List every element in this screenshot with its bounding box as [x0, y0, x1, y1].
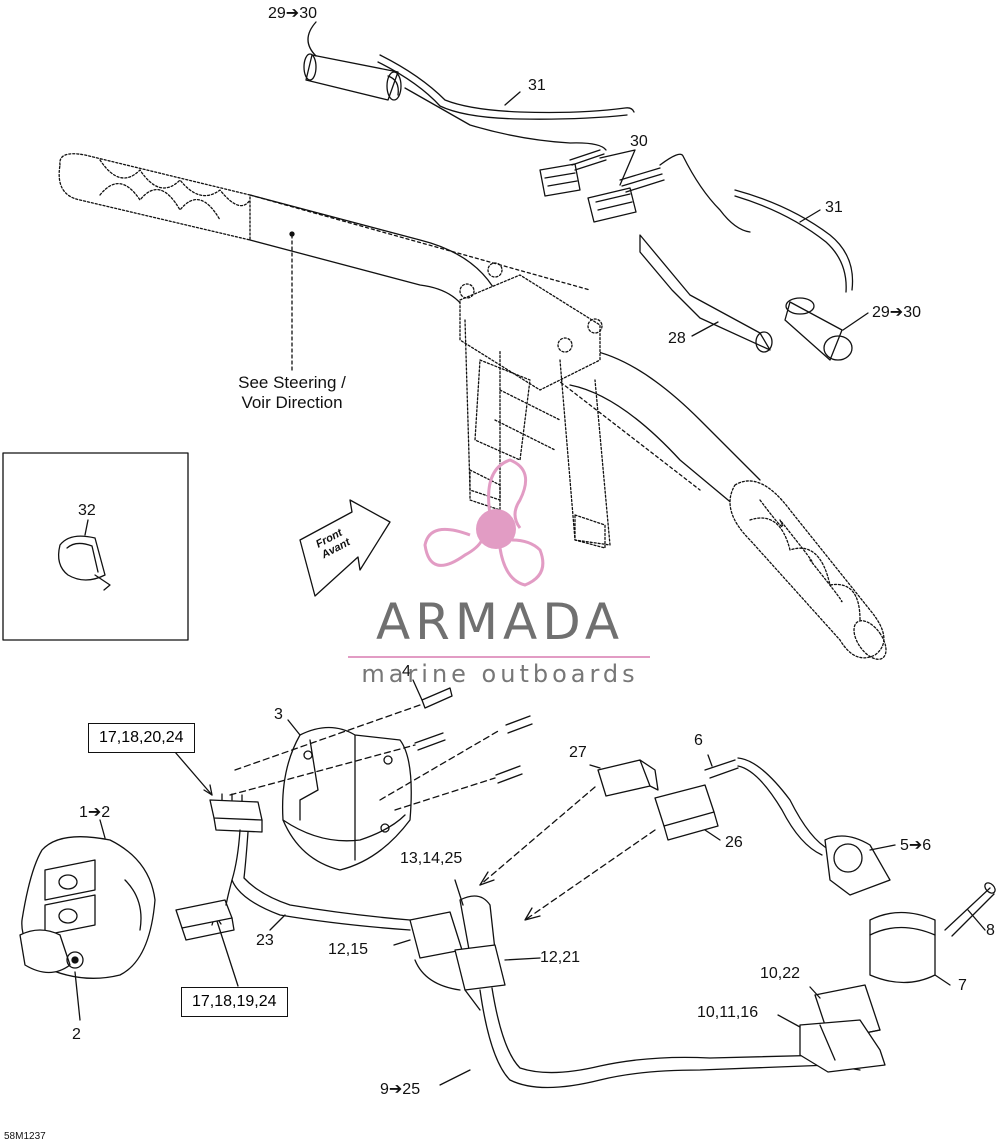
- housing-3: [281, 726, 412, 871]
- label-9-25: 9➔25: [380, 1081, 421, 1098]
- label-28: 28: [668, 330, 686, 347]
- heating-cable-right: [734, 189, 854, 293]
- part-5-6: [824, 835, 891, 896]
- label-31-top: 31: [528, 77, 546, 94]
- connector-bottom: [175, 899, 235, 941]
- handlebar: [58, 153, 887, 660]
- label-26: 26: [725, 834, 743, 851]
- label-12-21: 12,21: [540, 949, 581, 966]
- watermark-tagline: marine outboards: [361, 660, 639, 688]
- switch-1-2: [19, 836, 156, 979]
- grip-tube-top: [303, 53, 402, 101]
- pin-8: [944, 882, 996, 937]
- harness-23: [225, 829, 411, 931]
- label-1-2: 1➔2: [79, 804, 111, 821]
- label-7: 7: [958, 977, 967, 994]
- label-30: 30: [630, 133, 648, 150]
- part-32: [57, 535, 111, 591]
- label-10-22: 10,22: [760, 965, 801, 982]
- label-31-right: 31: [825, 199, 843, 216]
- grip-tube-right: [784, 297, 853, 361]
- cap-7: [869, 911, 951, 986]
- leader-29-30-right: [842, 312, 869, 331]
- leader-box-top: [174, 751, 213, 796]
- tube-28: [639, 234, 773, 353]
- see-steering-note: See Steering / Voir Direction: [222, 373, 362, 413]
- leader-28: [691, 321, 719, 337]
- watermark-divider: [348, 656, 650, 658]
- heating-cable-top: [377, 54, 635, 151]
- connector-30a: [539, 149, 607, 197]
- pin-6: [704, 759, 739, 779]
- label-12-15: 12,15: [328, 941, 369, 958]
- see-steering-line-2: Voir Direction: [241, 393, 343, 412]
- riser-clamp: [459, 262, 611, 549]
- connector-top: [209, 793, 263, 833]
- label-4: 4: [402, 663, 411, 680]
- leader-31-right: [799, 209, 821, 223]
- leader-box-bottom: [214, 914, 239, 987]
- front-arrow: [299, 499, 391, 597]
- connector-27: [597, 759, 659, 797]
- label-2: 2: [72, 1026, 81, 1043]
- label-3: 3: [274, 706, 283, 723]
- label-box-17-18-20-24: 17,18,20,24: [88, 723, 195, 753]
- label-box-17-18-19-24: 17,18,19,24: [181, 987, 288, 1017]
- label-8: 8: [986, 922, 995, 939]
- inset-frame: [2, 452, 189, 641]
- harness-9-25: [464, 987, 861, 1089]
- label-32: 32: [78, 502, 96, 519]
- module-10-11-16: [799, 1019, 886, 1073]
- leader-30: [599, 149, 636, 186]
- connector-30b: [587, 153, 751, 233]
- drawing-code: 58M1237: [4, 1131, 46, 1142]
- screw-4: [229, 687, 533, 811]
- label-10-11-16: 10,11,16: [697, 1004, 759, 1021]
- connector-26: [654, 784, 719, 841]
- label-29-30-top: 29➔30: [268, 5, 317, 22]
- connector-block: [409, 895, 506, 991]
- label-27: 27: [569, 744, 587, 761]
- label-5-6: 5➔6: [900, 837, 932, 854]
- cable-5-6: [737, 757, 831, 856]
- see-steering-line-1: See Steering /: [238, 373, 346, 392]
- watermark-logo: [423, 458, 545, 587]
- leader-31-top: [504, 91, 521, 106]
- label-23: 23: [256, 932, 274, 949]
- label-29-30-right: 29➔30: [872, 304, 921, 321]
- label-6: 6: [694, 732, 703, 749]
- label-13-14-25: 13,14,25: [400, 850, 463, 867]
- watermark-name: ARMADA: [375, 593, 625, 651]
- leader-29-30-top: [307, 21, 317, 57]
